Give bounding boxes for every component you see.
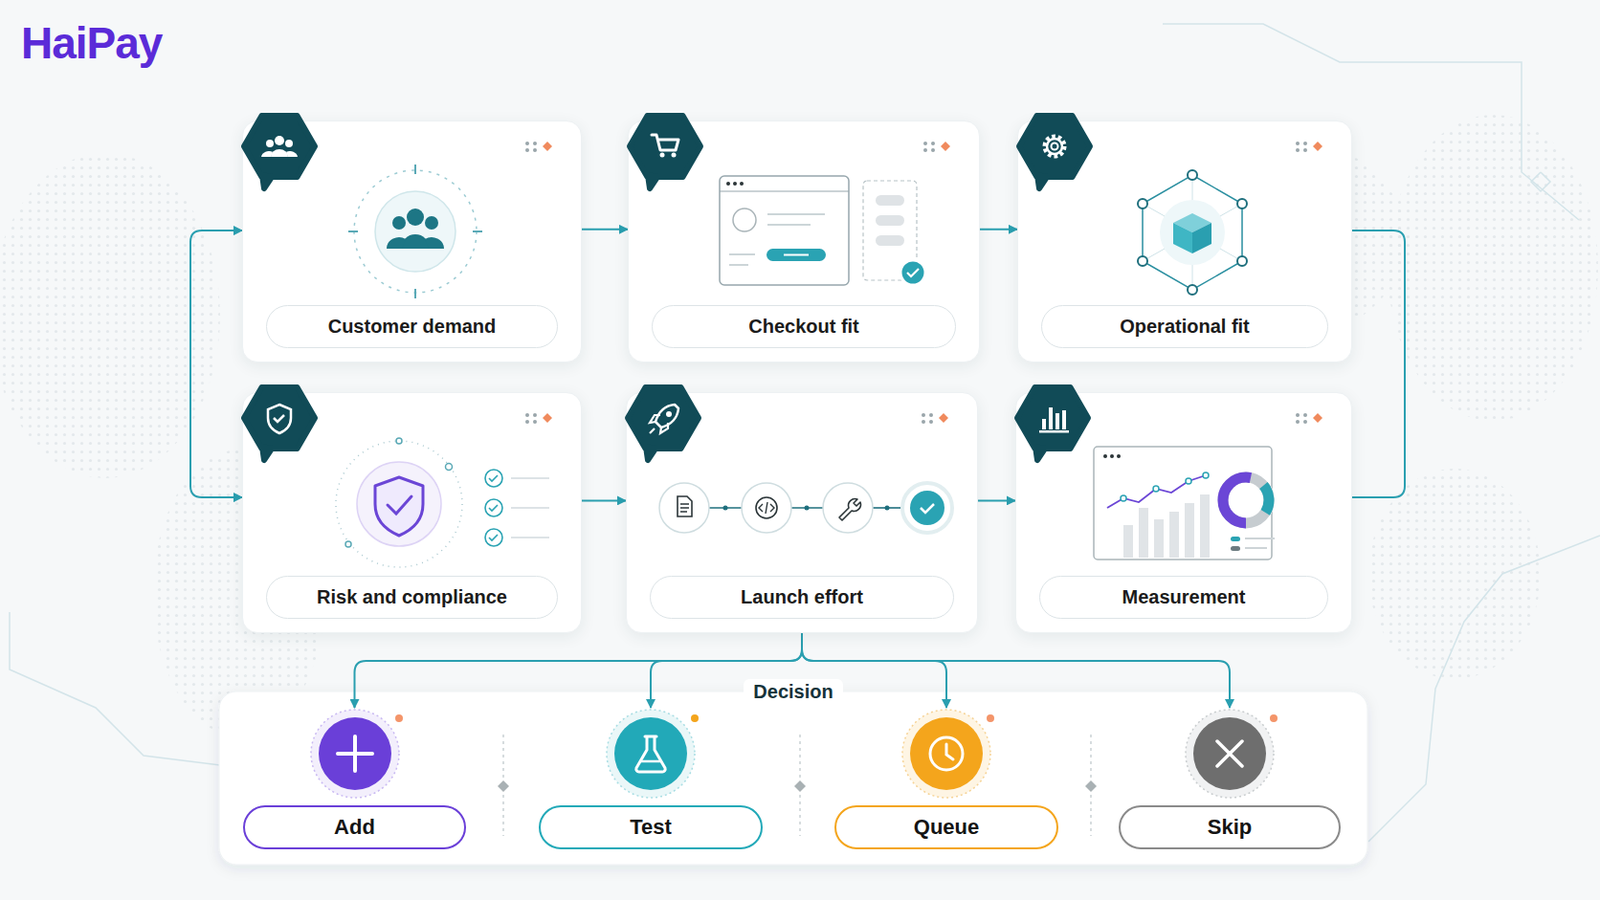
decision-panel: Decision Add Test Queue Skip [219, 691, 1368, 866]
node-label: Measurement [1039, 576, 1329, 620]
option-node: Queue [834, 708, 1059, 850]
flow-connector [355, 633, 803, 709]
node-label: Test [538, 805, 763, 850]
test-icon [604, 708, 697, 800]
node-label: Queue [834, 805, 1059, 850]
criteria-card: Checkout fit [627, 120, 980, 363]
node-label: Launch effort [649, 576, 955, 620]
panel-heading: Decision [743, 679, 843, 706]
node-label: Operational fit [1041, 305, 1329, 349]
queue-icon [900, 708, 993, 800]
option-node: Test [538, 708, 763, 850]
option-node: Add [243, 708, 467, 850]
criteria-card: Operational fit [1017, 120, 1353, 363]
flow-connector [801, 633, 1230, 709]
flow-connector [581, 499, 626, 502]
flow-connector [581, 228, 628, 231]
criteria-card: Customer demand [242, 120, 582, 363]
criteria-card: Measurement [1015, 392, 1353, 634]
skip-icon [1183, 708, 1276, 800]
decision-panel-ground [219, 691, 1368, 866]
node-label: Customer demand [266, 305, 558, 349]
flow-connector [979, 228, 1018, 231]
option-node: Skip [1118, 708, 1341, 850]
node-label: Skip [1118, 805, 1341, 850]
node-label: Checkout fit [651, 305, 956, 349]
add-icon [309, 708, 401, 800]
node-label: Risk and compliance [266, 576, 558, 620]
flow-connector [190, 230, 243, 498]
brand-logo: HaiPay [21, 17, 162, 69]
flow-connector [977, 499, 1016, 502]
node-label: Add [243, 805, 467, 850]
criteria-card: Launch effort [625, 392, 978, 634]
criteria-card: Risk and compliance [242, 392, 582, 634]
flow-connector [1352, 230, 1405, 498]
